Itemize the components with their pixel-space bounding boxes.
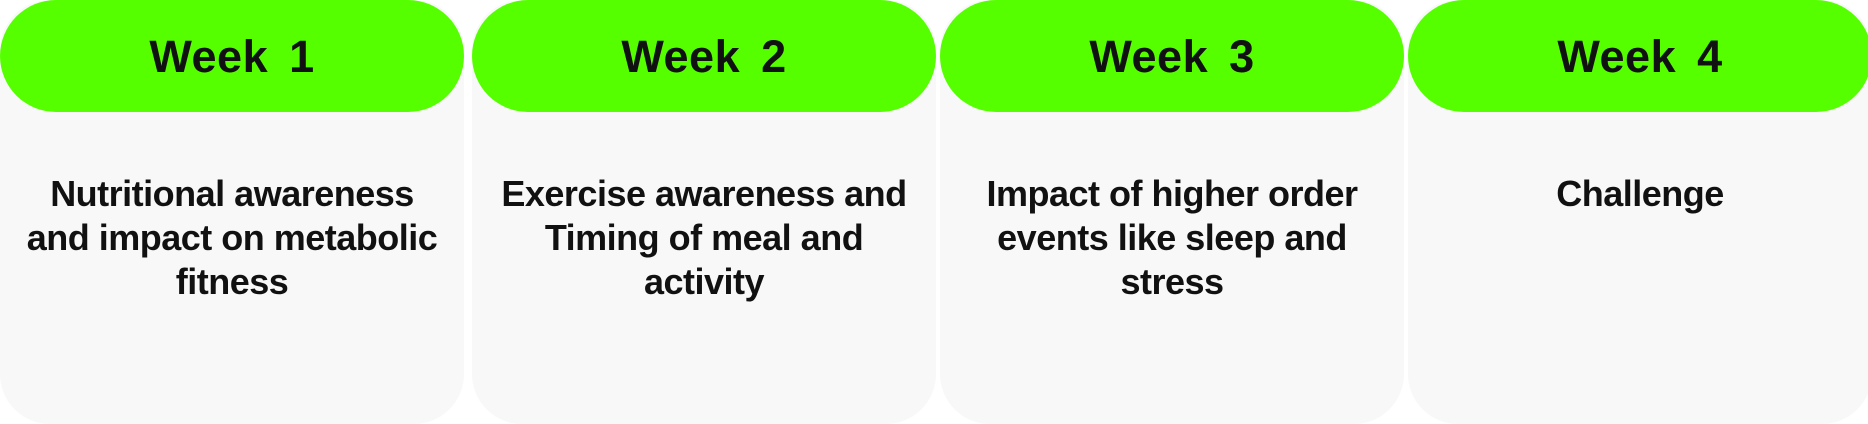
week-header-2: Week 2: [472, 0, 936, 112]
week-description-2: Exercise awareness and Timing of meal an…: [501, 173, 907, 302]
week-title-1: Week 1: [149, 30, 315, 82]
week-card-4: Week 4 Challenge: [1408, 0, 1868, 424]
week-title-2: Week 2: [621, 30, 787, 82]
week-title-3: Week 3: [1089, 30, 1255, 82]
week-header-1: Week 1: [0, 0, 464, 112]
week-title-4: Week 4: [1557, 30, 1723, 82]
week-card-2: Week 2 Exercise awareness and Timing of …: [472, 0, 936, 424]
week-description-4: Challenge: [1556, 173, 1724, 214]
week-header-4: Week 4: [1408, 0, 1868, 112]
week-header-3: Week 3: [940, 0, 1404, 112]
week-card-1: Week 1 Nutritional awareness and impact …: [0, 0, 464, 424]
week-description-3: Impact of higher order events like sleep…: [986, 173, 1358, 302]
week-description-1: Nutritional awareness and impact on meta…: [26, 173, 438, 302]
week-card-3: Week 3 Impact of higher order events lik…: [940, 0, 1404, 424]
